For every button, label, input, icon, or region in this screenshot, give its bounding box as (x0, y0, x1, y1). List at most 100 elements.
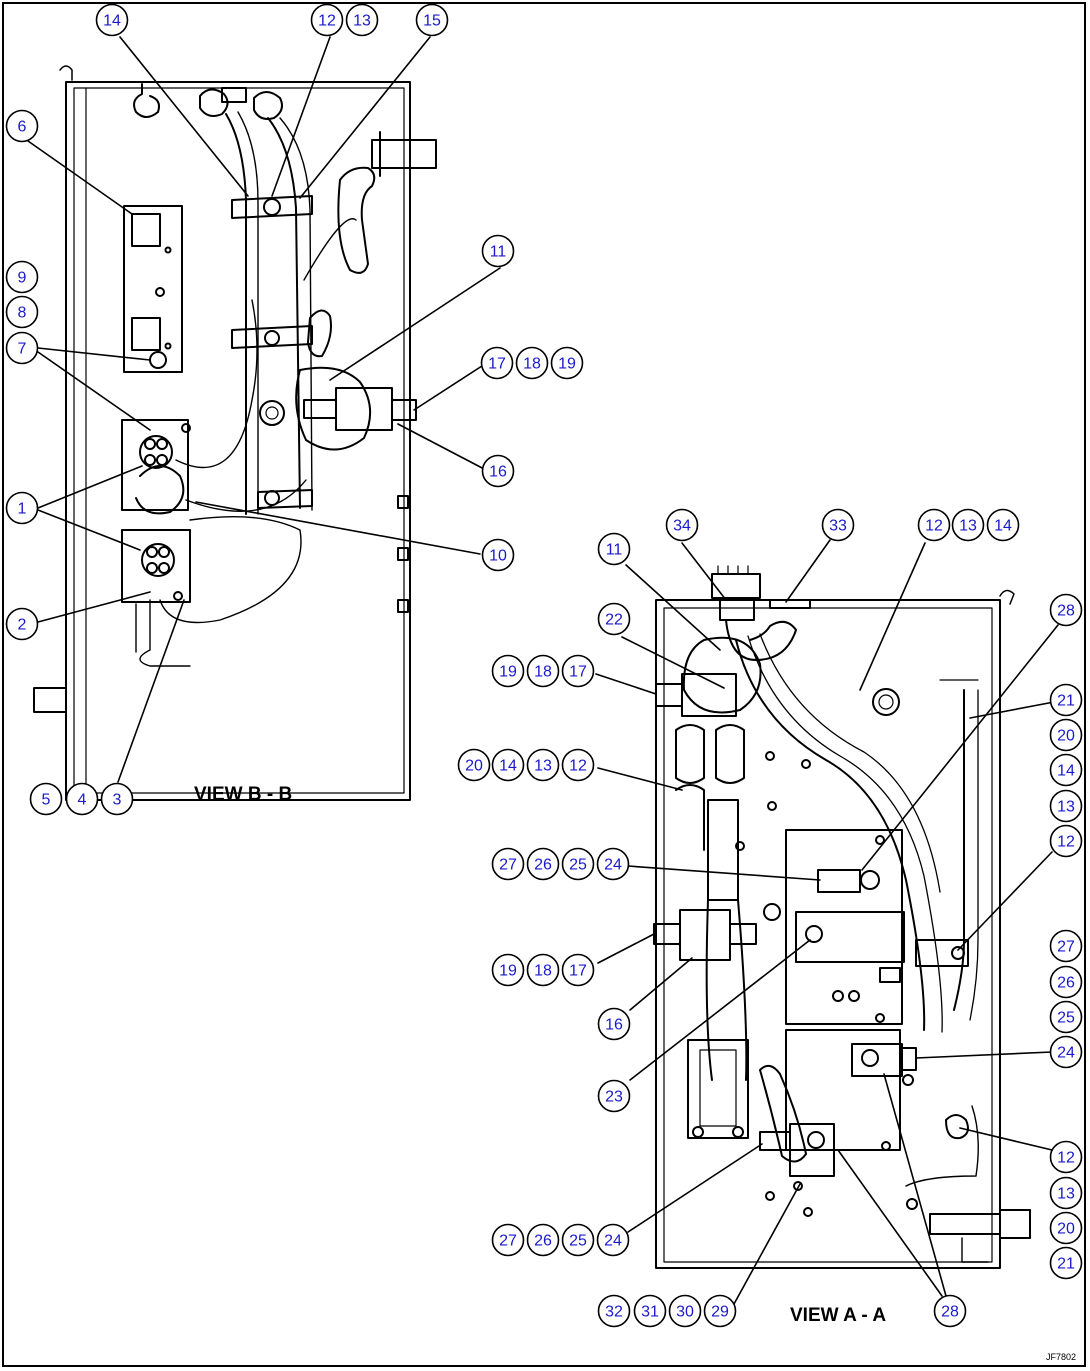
callout-circle (491, 654, 525, 688)
callout-number: 8 (18, 305, 27, 322)
callout-number: 26 (1057, 975, 1075, 992)
callout-circle (491, 748, 525, 782)
callout-16-a: 16 (597, 1007, 631, 1041)
callout-circle (526, 953, 560, 987)
callout-circle (5, 109, 39, 143)
callout-circle (597, 532, 631, 566)
callout-circle (1049, 965, 1083, 999)
callout-17-b: 17 (480, 346, 514, 380)
callout-circle (665, 508, 699, 542)
callout-1-b: 1 (5, 491, 39, 525)
callout-circle (633, 1294, 667, 1328)
callout-11-a: 11 (597, 532, 631, 566)
callout-12-a: 12 (1049, 824, 1083, 858)
callout-number: 12 (569, 758, 587, 775)
callout-29-a: 29 (703, 1294, 737, 1328)
callout-number: 7 (18, 341, 27, 358)
callout-number: 28 (1057, 603, 1075, 620)
callout-circle (933, 1294, 967, 1328)
callout-26-a: 26 (526, 847, 560, 881)
callout-number: 27 (499, 857, 517, 874)
callout-2-b: 2 (5, 607, 39, 641)
callout-13-a: 13 (1049, 1176, 1083, 1210)
callout-circle (597, 602, 631, 636)
callout-circle (596, 1223, 630, 1257)
callout-21-a: 21 (1049, 1246, 1083, 1280)
callout-22-a: 22 (597, 602, 631, 636)
callout-circle (561, 1223, 595, 1257)
callout-number: 21 (1057, 1256, 1075, 1273)
callout-15-b: 15 (415, 3, 449, 37)
callout-13-a: 13 (951, 508, 985, 542)
callout-number: 14 (1057, 763, 1075, 780)
callout-number: 30 (676, 1304, 694, 1321)
callout-number: 29 (711, 1304, 729, 1321)
callout-number: 4 (78, 792, 87, 809)
callout-number: 9 (18, 270, 27, 287)
callout-30-a: 30 (668, 1294, 702, 1328)
callout-number: 27 (1057, 939, 1075, 956)
callout-circle (1049, 1176, 1083, 1210)
callout-number: 14 (994, 518, 1012, 535)
callout-circle (561, 748, 595, 782)
callout-circle (986, 508, 1020, 542)
callout-circle (515, 346, 549, 380)
callout-34-a: 34 (665, 508, 699, 542)
callout-number: 31 (641, 1304, 659, 1321)
callout-number: 19 (558, 356, 576, 373)
callout-24-a: 24 (1049, 1035, 1083, 1069)
callout-circle (1049, 1035, 1083, 1069)
callout-circle (526, 748, 560, 782)
callout-20-a: 20 (1049, 718, 1083, 752)
callout-circle (1049, 593, 1083, 627)
callout-number: 12 (1057, 1150, 1075, 1167)
callout-number: 18 (534, 963, 552, 980)
callout-circle (100, 782, 134, 816)
callout-5-b: 5 (29, 782, 63, 816)
callout-circle (491, 847, 525, 881)
callout-18-a: 18 (526, 654, 560, 688)
callout-14-a: 14 (1049, 753, 1083, 787)
callout-number: 13 (1057, 1186, 1075, 1203)
callout-circle (1049, 718, 1083, 752)
callout-32-a: 32 (597, 1294, 631, 1328)
callout-number: 3 (113, 792, 122, 809)
callout-33-a: 33 (821, 508, 855, 542)
callout-circle (597, 1007, 631, 1041)
callout-23-a: 23 (597, 1079, 631, 1113)
callout-circle (1049, 753, 1083, 787)
callout-number: 20 (465, 758, 483, 775)
callout-16-b: 16 (481, 454, 515, 488)
callout-number: 12 (925, 518, 943, 535)
callout-number: 2 (18, 617, 27, 634)
callout-19-a: 19 (491, 953, 525, 987)
callout-24-a: 24 (596, 847, 630, 881)
callout-number: 33 (829, 518, 847, 535)
callout-number: 5 (42, 792, 51, 809)
callout-number: 20 (1057, 1221, 1075, 1238)
callout-number: 24 (604, 1233, 622, 1250)
callout-12-a: 12 (917, 508, 951, 542)
callout-6-b: 6 (5, 109, 39, 143)
callout-17-a: 17 (561, 953, 595, 987)
callout-circle (526, 847, 560, 881)
callout-3-b: 3 (100, 782, 134, 816)
callout-number: 11 (606, 542, 623, 559)
callout-circle (597, 1294, 631, 1328)
callout-number: 6 (18, 119, 27, 136)
callout-circle (703, 1294, 737, 1328)
callout-number: 24 (1057, 1045, 1075, 1062)
callout-number: 12 (318, 13, 336, 30)
callout-circle (481, 454, 515, 488)
callout-25-a: 25 (1049, 1000, 1083, 1034)
callout-number: 16 (605, 1017, 623, 1034)
callout-25-a: 25 (561, 847, 595, 881)
callout-number: 17 (569, 963, 587, 980)
callout-number: 14 (103, 13, 121, 30)
callout-circle (561, 847, 595, 881)
callout-14-a: 14 (491, 748, 525, 782)
callout-number: 24 (604, 857, 622, 874)
callout-number: 21 (1057, 693, 1075, 710)
